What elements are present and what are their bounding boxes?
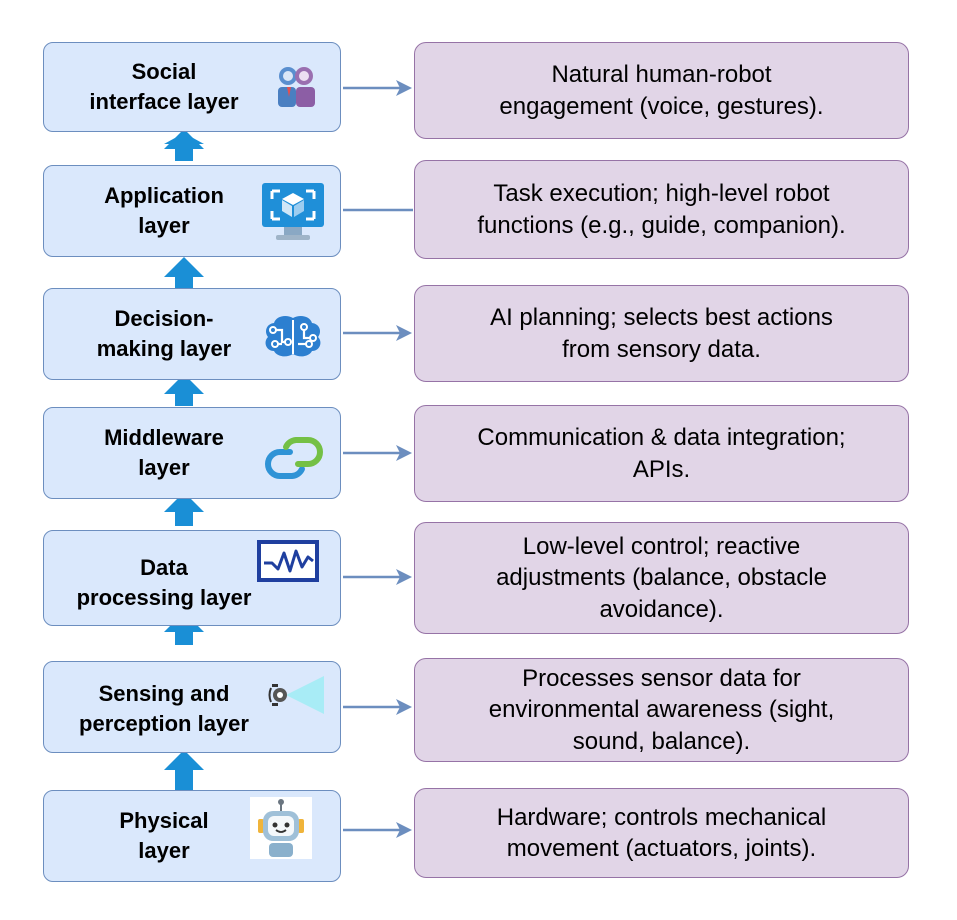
side-arrow-head — [396, 569, 412, 585]
application-layer-box: Application layer — [43, 165, 341, 257]
side-arrow-head — [396, 699, 412, 715]
physical-layer-box: Physical layer — [43, 790, 341, 882]
robot-head-icon — [250, 797, 312, 859]
link-icon — [262, 436, 326, 480]
layer-label: Middleware layer — [104, 425, 224, 480]
side-arrow-head — [396, 80, 412, 96]
side-arrow-head — [396, 325, 412, 341]
layer-label: Application layer — [104, 183, 224, 238]
sensing-perception-description: Processes sensor data for environmental … — [414, 658, 909, 762]
up-arrow — [164, 129, 204, 161]
up-arrow — [164, 374, 204, 406]
physical-description: Hardware; controls mechanical movement (… — [414, 788, 909, 878]
waveform-monitor-icon — [256, 539, 320, 583]
up-arrow — [164, 492, 204, 526]
up-arrow — [164, 257, 204, 288]
layer-label: Sensing and perception layer — [79, 681, 249, 736]
sensing-perception-layer-box: Sensing and perception layer — [43, 661, 341, 753]
middleware-layer-box: Middleware layer — [43, 407, 341, 499]
middleware-description: Communication & data integration; APIs. — [414, 405, 909, 502]
layer-label: Social interface layer — [89, 59, 239, 114]
decision-making-layer-box: Decision- making layer — [43, 288, 341, 380]
up-arrow — [164, 612, 204, 645]
social-interface-layer-box: Social interface layer — [43, 42, 341, 132]
social-interface-description: Natural human-robot engagement (voice, g… — [414, 42, 909, 139]
brain-circuit-icon — [262, 314, 324, 358]
layer-label: Decision- making layer — [96, 306, 232, 361]
side-arrow-head — [396, 445, 412, 461]
monitor-cube-icon — [260, 181, 326, 243]
layer-label: Data processing layer — [76, 555, 252, 610]
data-processing-description: Low-level control; reactive adjustments … — [414, 522, 909, 634]
side-arrow-head — [396, 822, 412, 838]
application-description: Task execution; high-level robot functio… — [414, 160, 909, 259]
up-arrow — [164, 750, 204, 790]
data-processing-layer-box: Data processing layer — [43, 530, 341, 626]
sensor-beam-icon — [268, 672, 326, 718]
people-icon — [274, 63, 320, 109]
decision-making-description: AI planning; selects best actions from s… — [414, 285, 909, 382]
layer-label: Physical layer — [119, 808, 209, 863]
